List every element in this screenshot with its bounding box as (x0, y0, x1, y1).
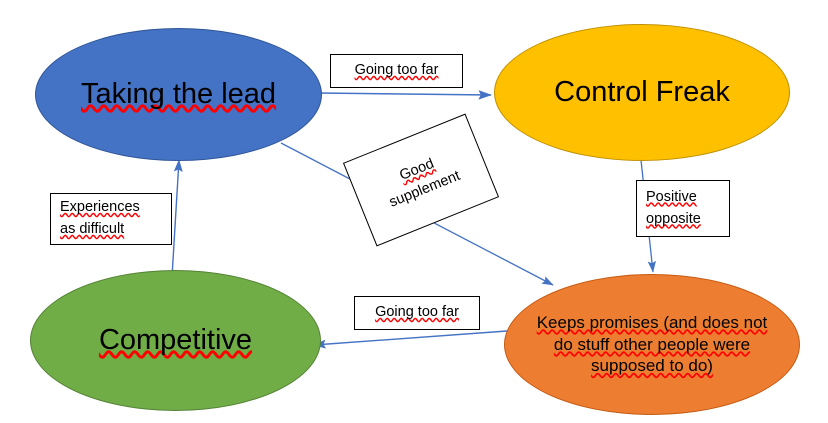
edge-label-text-line1: Experiences (60, 199, 140, 216)
arrow-lead-to-control (317, 90, 492, 100)
arrow-keeps-to-competitive (313, 330, 508, 349)
node-control-freak-label: Control Freak (554, 75, 730, 108)
edge-label-text-line1: Positive (646, 188, 697, 205)
edge-label-text-line2: opposite (646, 210, 701, 227)
node-competitive-label: Competitive (98, 323, 253, 356)
arrow-competitive-to-lead (171, 159, 183, 278)
node-control-freak[interactable]: Control Freak (494, 24, 790, 161)
node-taking-the-lead-label: Taking the lead (80, 77, 277, 110)
node-competitive[interactable]: Competitive (30, 270, 321, 411)
edge-label-text-line2: as difficult (60, 221, 125, 237)
edge-label-going-too-far-bottom[interactable]: Going too far (354, 296, 480, 330)
edge-label-going-too-far-top[interactable]: Going too far (330, 54, 463, 88)
node-taking-the-lead[interactable]: Taking the lead (35, 28, 322, 161)
node-keeps-promises[interactable]: Keeps promises (and does not do stuff ot… (504, 274, 800, 415)
edge-label-good-supplement[interactable]: Good supplement (342, 113, 500, 247)
edge-label-text: Going too far (354, 62, 439, 79)
edge-label-positive-opposite[interactable]: Positive opposite (636, 180, 730, 237)
edge-label-text: Going too far (375, 304, 459, 321)
node-keeps-promises-label: Keeps promises (and does not do stuff ot… (536, 312, 768, 376)
edge-label-experiences-as-difficult[interactable]: Experiences as difficult (50, 193, 172, 245)
